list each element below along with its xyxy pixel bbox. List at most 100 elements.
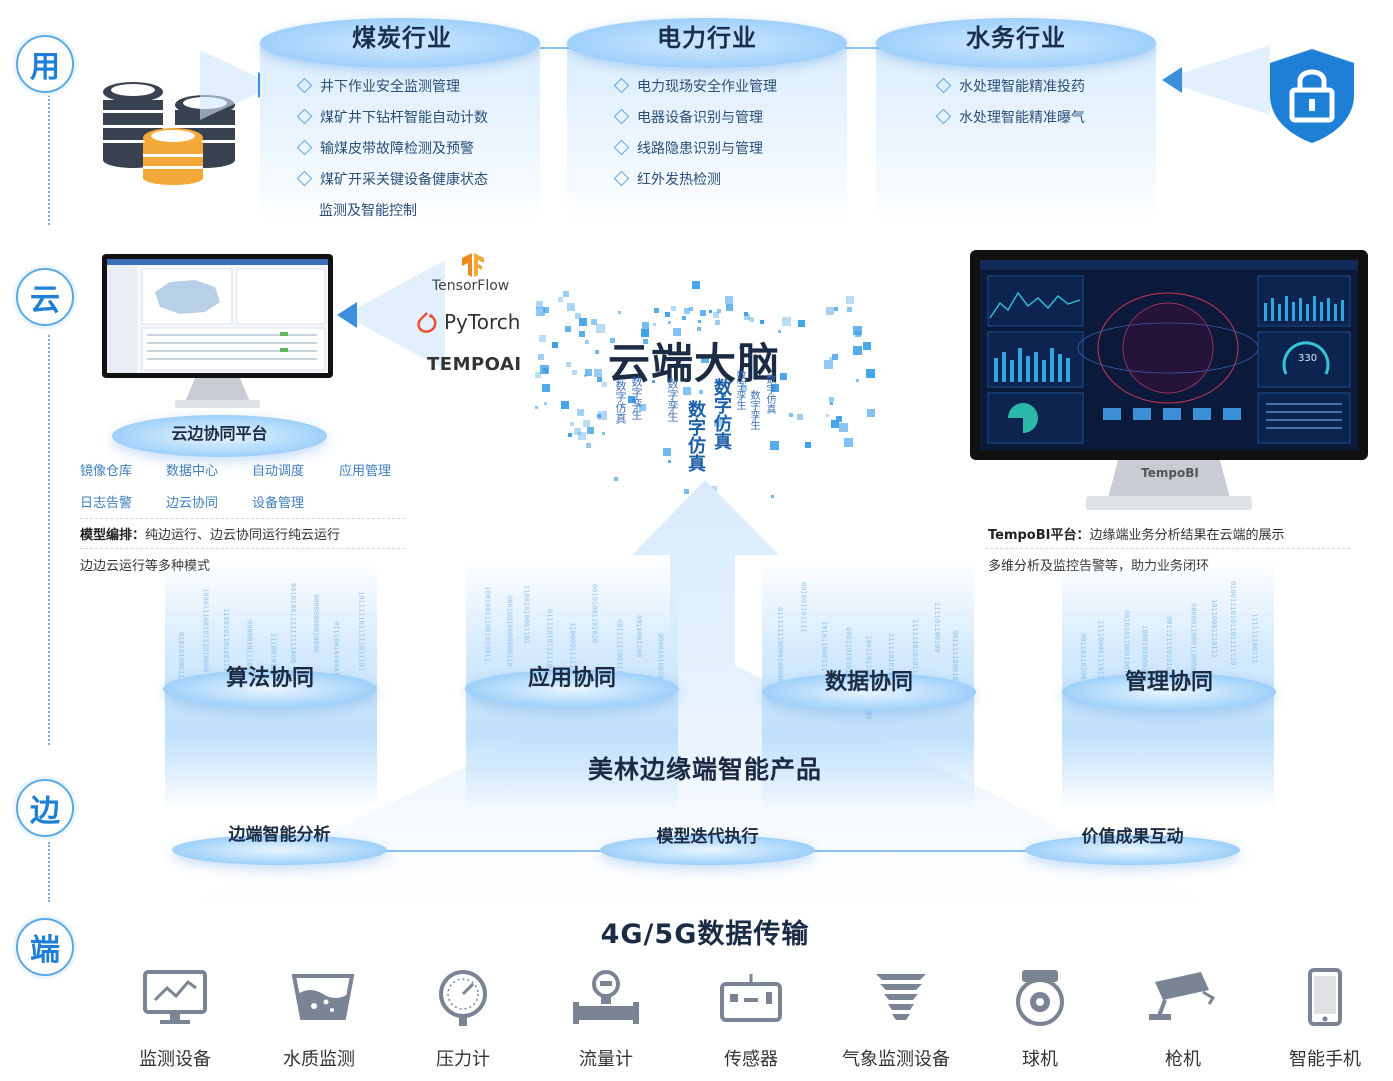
binary-stream: 00000101110111100 (245, 619, 254, 692)
cloud-pixel (552, 342, 559, 349)
cloud-pixel (584, 369, 592, 377)
binary-stream: 00110110100 (1078, 632, 1087, 680)
cloud-pixel (682, 316, 687, 320)
cloud-pixel (700, 310, 707, 317)
desc-bold: 模型编排： (80, 528, 146, 543)
collab-disc-application (465, 670, 679, 708)
cloud-pixel (641, 322, 649, 330)
cloud-pixel (535, 300, 543, 308)
cloud-pixel (698, 319, 702, 323)
cloud-pixel (789, 413, 794, 418)
cloud-pixel (670, 305, 676, 311)
binary-stream: 0111001010001011 (331, 621, 340, 689)
cloud-pixel (665, 312, 671, 318)
list-item: 红外发热检测 (612, 165, 777, 196)
cloud-pixel (620, 404, 624, 408)
list-item-text: 水处理智能精准曝气 (959, 110, 1085, 126)
industry-title-power: 电力行业 (657, 24, 757, 52)
cloud-pixel (663, 447, 672, 456)
cloud-pixel (846, 307, 852, 313)
cloud-pixel (844, 438, 853, 448)
function-link[interactable]: 边云协同 (166, 496, 219, 511)
cloud-pixel (574, 313, 581, 320)
cloud-pixel (537, 354, 544, 361)
function-link[interactable]: 设备管理 (252, 496, 305, 511)
cloud-pixel (542, 384, 551, 393)
binary-stream: 00010010000000110 (505, 595, 514, 668)
binary-stream: 1111101011010 (887, 633, 896, 689)
cloud-pixel (721, 391, 727, 397)
binary-stream: 0010001100 (634, 614, 643, 657)
pressure-gauge-icon (439, 970, 487, 1026)
cloud-pixel (743, 313, 750, 320)
device-label-monitor: 监测设备 (139, 1049, 211, 1070)
binary-stream: 0111101011111011 (545, 608, 554, 677)
cloud-pixel (711, 485, 717, 491)
cloud-pixel (781, 316, 791, 326)
security-shield-icon (1270, 49, 1354, 143)
desc-line1: 纯边运行、边云协同运行纯云运行 (145, 528, 341, 543)
weather-station-icon (876, 974, 926, 1020)
function-link[interactable]: 自动调度 (252, 464, 305, 479)
cloud-pixel (638, 403, 646, 411)
list-item: 水处理智能精准投药 (934, 72, 1085, 103)
binary-stream: 0011111101010101 (1164, 615, 1173, 684)
dome-camera-icon (1016, 970, 1064, 1026)
function-link[interactable]: 数据中心 (166, 464, 219, 479)
cloud-pixel (853, 325, 862, 335)
industry-title-water: 水务行业 (966, 24, 1066, 52)
cloud-pixel (586, 426, 594, 434)
tempobi-screen-label: TempoBI (1141, 466, 1199, 480)
cloud-pixel (652, 323, 656, 327)
layer-badge-cloud: 云 (13, 265, 77, 329)
cloud-pixel (770, 384, 779, 393)
cloud-pixel (826, 307, 835, 316)
tensorflow-logo-icon (462, 253, 484, 277)
flow-meter-icon (573, 970, 639, 1024)
list-item: 电力现场安全作业管理 (612, 72, 777, 103)
list-item: 井下作业安全监测管理 (295, 72, 488, 103)
tempobi-desc-line1: 边缘端业务分析结果在云端的展示 (1089, 528, 1285, 543)
cloud-pixel (805, 441, 812, 448)
cloud-pixel (829, 397, 835, 403)
tempobi-monitor (970, 250, 1368, 510)
list-item: 线路隐患识别与管理 (612, 134, 777, 165)
cloud-word: 数字孪生 (666, 378, 679, 422)
industry-connector-1 (540, 47, 570, 49)
cloud-pixel (535, 371, 542, 378)
cloud-pixel (591, 318, 598, 325)
cloud-pixel (740, 385, 747, 392)
industry-header-power (567, 18, 847, 68)
function-link[interactable]: 镜像仓库 (80, 464, 133, 479)
list-item-text: 煤矿井下钻杆智能自动计数 (320, 110, 488, 126)
device-label-sensor: 传感器 (724, 1049, 778, 1070)
cloud-brain-pixels (535, 250, 876, 500)
function-link[interactable]: 日志告警 (80, 496, 133, 511)
cloud-pixel (567, 303, 576, 312)
cloud-pixel (577, 432, 586, 441)
binary-stream: 00000000010000 (312, 593, 321, 653)
cloud-pixel (846, 296, 855, 305)
big-upward-arrow (115, 480, 1285, 940)
cloud-pixel (579, 317, 588, 326)
cloud-pixel (594, 368, 603, 377)
cloud-pixel (561, 400, 570, 409)
binary-stream: 0010101100010010010 (1122, 609, 1131, 690)
collab-disc-algorithm (163, 670, 377, 708)
cloud-pixel (576, 409, 584, 417)
device-label-water-quality: 水质监测 (283, 1049, 355, 1070)
function-link[interactable]: 应用管理 (339, 464, 392, 479)
layer-badge-edge-label: 边 (16, 779, 74, 837)
binary-stream: 0000011000110000111 (1189, 602, 1198, 683)
collab-disc-data (762, 673, 976, 711)
cloud-pixel (571, 369, 577, 375)
edge-disc-interaction (1025, 835, 1240, 865)
device-label-dome-camera: 球机 (1022, 1049, 1058, 1070)
framework-arrow-beam (337, 260, 445, 370)
cloud-pixel (717, 308, 722, 313)
cloud-pixel (602, 432, 606, 436)
cloud-edge-platform-monitor (102, 254, 333, 408)
cloud-pixel (739, 346, 743, 350)
device-label-bullet-camera: 枪机 (1165, 1049, 1201, 1070)
tempobi-gauge-value: 330 (1298, 353, 1318, 364)
